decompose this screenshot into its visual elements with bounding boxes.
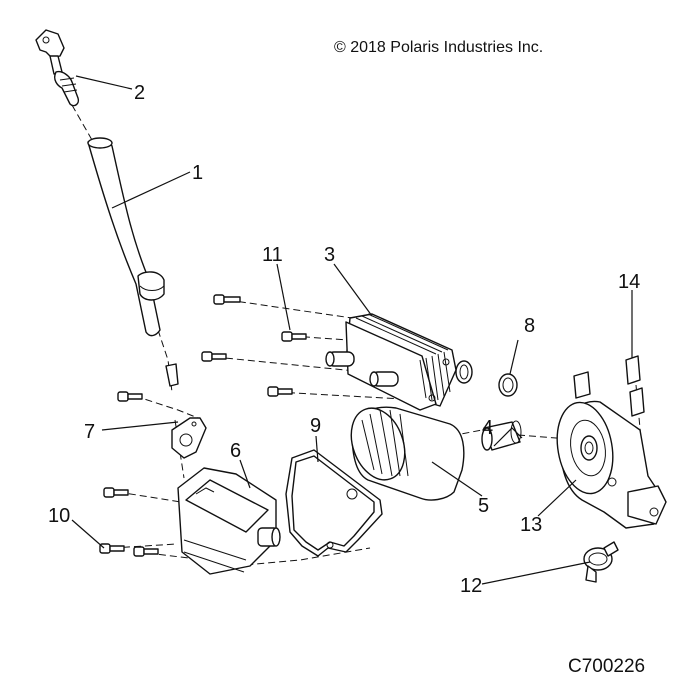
- o-rings: [455, 360, 518, 397]
- callout-3: 3: [324, 244, 335, 266]
- copyright-notice: © 2018 Polaris Industries Inc.: [334, 39, 543, 56]
- dipstick-handle: [35, 29, 80, 107]
- o-ring-cooler: [455, 360, 473, 384]
- oil-filter: [350, 406, 465, 501]
- bolts-14: [573, 355, 645, 417]
- bolts-10: [99, 487, 159, 557]
- oil-cooler: [325, 313, 457, 411]
- filter-head: [556, 400, 667, 529]
- callout-12: 12: [460, 575, 482, 597]
- callout-13: 13: [520, 514, 542, 536]
- callout-5: 5: [478, 495, 489, 517]
- callout-9: 9: [310, 415, 321, 437]
- dipstick-tube: [87, 137, 179, 387]
- callout-10: 10: [48, 505, 70, 527]
- callout-6: 6: [230, 440, 241, 462]
- hose-clamp: [583, 541, 619, 583]
- bolt-7: [117, 391, 143, 402]
- callout-14: 14: [618, 271, 640, 293]
- o-ring-8: [498, 373, 518, 397]
- filter-adapter: [177, 467, 281, 575]
- callout-labels: 1 2 3 4 5 6 7 8 9 10 11 12 13 14: [48, 82, 640, 597]
- leader-lines: [71, 75, 633, 585]
- callout-1: 1: [192, 162, 203, 184]
- callout-2: 2: [134, 82, 145, 104]
- callout-7: 7: [84, 421, 95, 443]
- bracket-7: [171, 417, 207, 459]
- gasket: [285, 449, 383, 557]
- bolts-oil-cooler: [201, 294, 307, 397]
- callout-11: 11: [262, 244, 283, 266]
- callout-8: 8: [524, 315, 535, 337]
- figure-id: C700226: [568, 656, 645, 677]
- callout-4: 4: [482, 417, 493, 439]
